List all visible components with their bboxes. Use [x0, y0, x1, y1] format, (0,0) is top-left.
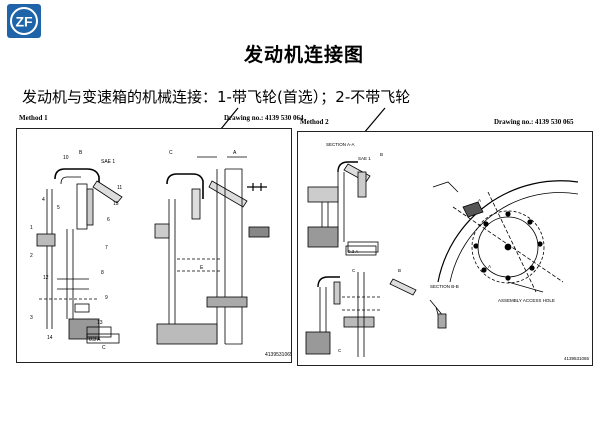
- method1-drawing-number: Drawing no.: 4139 530 064: [224, 114, 304, 122]
- method1-label-2: C: [169, 150, 173, 156]
- method2-section-bb: SECTION B-B: [430, 284, 459, 289]
- method2-sae: SAE 1: [358, 156, 371, 161]
- method2-drawing: SECTION A-A SAE 1 0.3 A SECTION B-B ASSE…: [297, 131, 593, 366]
- zf-logo: ZF: [7, 4, 41, 38]
- method1-label-0: B: [79, 150, 83, 156]
- method1-label-17: 15: [113, 201, 119, 207]
- method1-label-11: 9: [105, 295, 108, 301]
- method2-label-4: B: [398, 268, 401, 273]
- method2-label-5: C: [338, 348, 342, 353]
- method2-drawing-number: Drawing no.: 4139 530 065: [494, 118, 574, 126]
- method2-label-2: C: [352, 268, 356, 273]
- method1-sae: SAE 1: [101, 159, 115, 165]
- method1-label-10: 8: [101, 270, 104, 276]
- method1-label-14: 12: [43, 275, 49, 281]
- method2-label-0: A: [478, 198, 481, 203]
- method1-sheet-no: 4139531065: [265, 352, 291, 358]
- method1-drawing: 0.3 A SAE 1 4139531065 B A C 1 2 3 4 5 6…: [16, 128, 292, 363]
- method2-sheet-no: 4139531065: [564, 356, 590, 361]
- method1-label-15: 13: [97, 320, 103, 326]
- method1-label-9: 7: [105, 245, 108, 251]
- method2-access-note: ASSEMBLY ACCESS HOLE: [498, 298, 555, 303]
- method1-label-16: 14: [47, 335, 53, 341]
- method1-label-18: C: [102, 345, 106, 351]
- method1-label-19: E: [200, 265, 204, 271]
- method2-section-aa: SECTION A-A: [326, 142, 355, 147]
- page-subtitle: 发动机与变速箱的机械连接：1-带飞轮(首选）；2-不带飞轮: [22, 88, 411, 106]
- method2-label-3: A: [488, 264, 491, 269]
- method1-label-12: 10: [63, 155, 69, 161]
- method1-label-13: 11: [117, 185, 122, 191]
- method1-label: Method 1: [19, 114, 48, 122]
- method1-label-8: 6: [107, 217, 110, 223]
- method1-label-4: 2: [30, 253, 33, 259]
- method1-label-6: 4: [42, 197, 45, 203]
- method1-tolerance: 0.3 A: [89, 337, 101, 343]
- method1-label-5: 3: [30, 315, 33, 321]
- page-title: 发动机连接图: [243, 44, 364, 66]
- logo-text: ZF: [15, 14, 33, 30]
- method1-label-1: A: [233, 150, 237, 156]
- method1-label-7: 5: [57, 205, 60, 211]
- method1-label-3: 1: [30, 225, 33, 231]
- method2-label-1: B: [380, 152, 383, 157]
- method2-label: Method 2: [300, 118, 329, 126]
- method2-tolerance: 0.3 A: [348, 249, 358, 254]
